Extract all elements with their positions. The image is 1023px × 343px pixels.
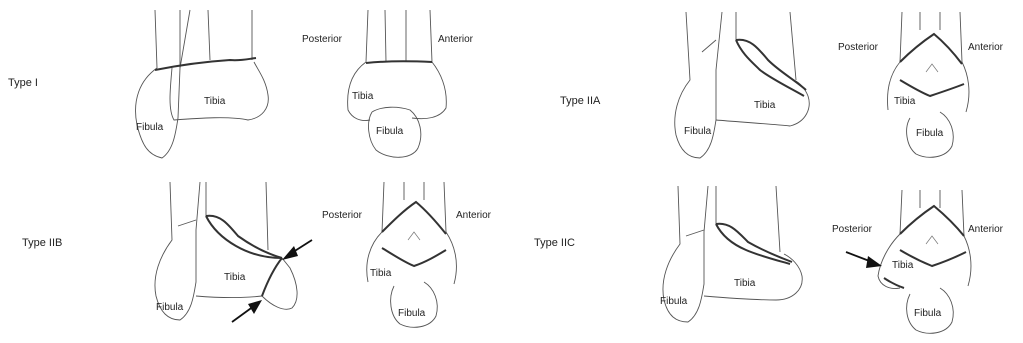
posterior-label: Posterior xyxy=(302,34,343,45)
fibula-label: Fibula xyxy=(660,296,688,307)
anterior-label: Anterior xyxy=(968,42,1004,53)
tibia-label: Tibia xyxy=(734,278,756,289)
posterior-label: Posterior xyxy=(832,224,873,235)
tibia-label: Tibia xyxy=(224,272,246,283)
type-iic-lateral-view: Posterior Anterior Tibia Fibula xyxy=(832,190,1004,333)
type-iic-label: Type IIC xyxy=(534,237,575,249)
fibula-label: Fibula xyxy=(914,308,942,319)
type-i-ap-view: Tibia Fibula xyxy=(136,10,269,158)
anterior-label: Anterior xyxy=(456,210,492,221)
fibula-label: Fibula xyxy=(156,302,184,313)
tibia-label: Tibia xyxy=(894,96,916,107)
posterior-label: Posterior xyxy=(322,210,363,221)
type-iia-ap-view: Tibia Fibula xyxy=(675,12,809,158)
fibula-label: Fibula xyxy=(376,126,404,137)
tibia-label: Tibia xyxy=(370,268,392,279)
type-iib-lateral-view: Posterior Anterior Tibia Fibula xyxy=(322,182,492,327)
type-iib-label: Type IIB xyxy=(22,237,62,249)
tibia-label: Tibia xyxy=(892,260,914,271)
fibula-label: Fibula xyxy=(136,122,164,133)
type-i-label: Type I xyxy=(8,77,38,89)
anterior-label: Anterior xyxy=(968,224,1004,235)
posterior-label: Posterior xyxy=(838,42,879,53)
type-iia-lateral-view: Posterior Anterior Tibia Fibula xyxy=(838,12,1004,157)
anterior-label: Anterior xyxy=(438,34,474,45)
type-iia-label: Type IIA xyxy=(560,95,601,107)
tibia-label: Tibia xyxy=(754,100,776,111)
fibula-label: Fibula xyxy=(684,126,712,137)
tibia-label: Tibia xyxy=(352,91,374,102)
fibula-label: Fibula xyxy=(398,308,426,319)
tibia-label: Tibia xyxy=(204,96,226,107)
type-i-lateral-view: Posterior Anterior Tibia Fibula xyxy=(302,10,474,157)
fibula-label: Fibula xyxy=(916,128,944,139)
type-iic-ap-view: Tibia Fibula xyxy=(660,186,802,322)
type-iib-ap-view: Tibia Fibula xyxy=(155,182,312,322)
